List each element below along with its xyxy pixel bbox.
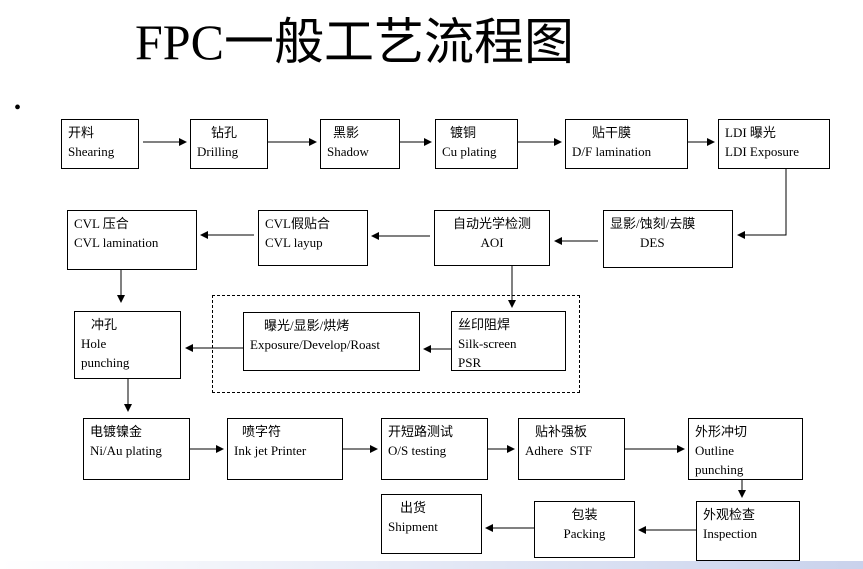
- step-ink-jet-printer: 喷字符 Ink jet Printer: [227, 418, 343, 480]
- step-hole-punching: 冲孔 Hole punching: [74, 311, 181, 379]
- step-label-en: Inspection: [703, 526, 758, 541]
- step-label-zh: 外形冲切: [695, 424, 748, 439]
- step-cu-plating: 镀铜 Cu plating: [435, 119, 518, 169]
- step-label-zh: 外观检查: [703, 507, 756, 522]
- step-label-zh: 丝印阻焊: [458, 317, 511, 332]
- step-label-zh: 贴干膜: [592, 125, 632, 140]
- step-ldi-exposure: LDI 曝光 LDI Exposure: [718, 119, 830, 169]
- step-shadow: 黑影 Shadow: [320, 119, 400, 169]
- step-des: 显影/蚀刻/去膜 DES: [603, 210, 733, 268]
- step-label-en: Shipment: [388, 519, 438, 534]
- step-label-zh: CVL 压合: [74, 216, 129, 231]
- step-exposure-develop-roast: 曝光/显影/烘烤 Exposure/Develop/Roast: [243, 312, 420, 371]
- solder-mask-group-outline: [212, 295, 580, 393]
- step-label-en-line2: PSR: [458, 355, 482, 370]
- step-label-en: Packing: [563, 526, 606, 541]
- step-ni-au-plating: 电镀镍金 Ni/Au plating: [83, 418, 190, 480]
- bullet-point: •: [14, 97, 22, 119]
- step-label-zh: CVL假贴合: [265, 216, 331, 231]
- step-label-en-line1: Outline: [695, 443, 734, 458]
- step-label-en: Drilling: [197, 144, 239, 159]
- step-label-zh: 包装: [571, 507, 598, 522]
- step-label-zh: 电镀镍金: [90, 424, 143, 439]
- step-shearing: 开料 Shearing: [61, 119, 139, 169]
- step-label-en-line2: punching: [695, 462, 744, 477]
- step-aoi: 自动光学检测 AOI: [434, 210, 550, 266]
- step-label-en: Ink jet Printer: [234, 443, 307, 458]
- step-label-en-line1: Hole: [81, 336, 107, 351]
- step-label-zh: 钻孔: [211, 125, 238, 140]
- slide-footer-strip: [0, 561, 863, 569]
- step-label-zh: 黑影: [333, 125, 360, 140]
- step-label-zh: 贴补强板: [535, 424, 588, 439]
- step-silk-screen: 丝印阻焊 Silk-screen PSR: [451, 311, 566, 371]
- step-label-en: Adhere STF: [525, 443, 593, 458]
- step-label-en: AOI: [480, 235, 504, 250]
- step-label-en: DES: [640, 235, 665, 250]
- step-label-en-line2: punching: [81, 355, 130, 370]
- diagram-title: FPC一般工艺流程图: [135, 14, 574, 70]
- step-label-en-line1: Silk-screen: [458, 336, 517, 351]
- step-label-zh: 镀铜: [450, 125, 477, 140]
- step-label-en: Exposure/Develop/Roast: [250, 337, 380, 352]
- step-label-en: CVL lamination: [74, 235, 159, 250]
- step-label-en: Shearing: [68, 144, 115, 159]
- step-label-zh: 开料: [68, 125, 95, 140]
- step-cvl-layup: CVL假贴合 CVL layup: [258, 210, 368, 266]
- step-label-en: Cu plating: [442, 144, 497, 159]
- step-label-zh: 显影/蚀刻/去膜: [610, 216, 696, 231]
- step-label-zh: 曝光/显影/烘烤: [264, 318, 350, 333]
- step-drilling: 钻孔 Drilling: [190, 119, 268, 169]
- step-label-en: D/F lamination: [572, 144, 652, 159]
- step-label-en: CVL layup: [265, 235, 323, 250]
- step-os-testing: 开短路测试 O/S testing: [381, 418, 488, 480]
- step-df-lamination: 贴干膜 D/F lamination: [565, 119, 688, 169]
- step-label-en: Ni/Au plating: [90, 443, 162, 458]
- step-label-en: Shadow: [327, 144, 369, 159]
- step-label-en: LDI Exposure: [725, 144, 800, 159]
- step-outline-punching: 外形冲切 Outline punching: [688, 418, 803, 480]
- step-label-zh: LDI 曝光: [725, 125, 776, 140]
- step-label-en: O/S testing: [388, 443, 447, 458]
- step-cvl-lamination: CVL 压合 CVL lamination: [67, 210, 197, 270]
- step-inspection: 外观检查 Inspection: [696, 501, 800, 561]
- step-label-zh: 自动光学检测: [452, 216, 531, 231]
- step-adhere-stf: 贴补强板 Adhere STF: [518, 418, 625, 480]
- step-label-zh: 开短路测试: [388, 424, 454, 439]
- step-packing: 包装 Packing: [534, 501, 635, 558]
- step-label-zh: 冲孔: [91, 317, 118, 332]
- step-label-zh: 喷字符: [242, 424, 282, 439]
- arrow-ldi-to-des: [737, 169, 787, 239]
- step-label-zh: 出货: [400, 500, 427, 515]
- step-shipment: 出货 Shipment: [381, 494, 482, 554]
